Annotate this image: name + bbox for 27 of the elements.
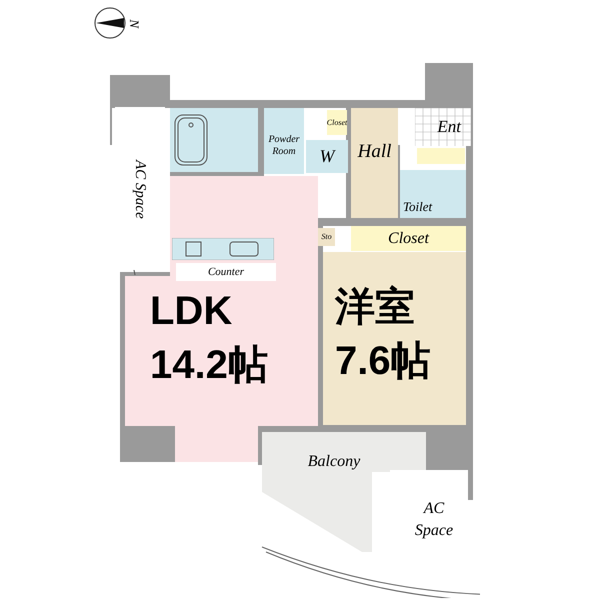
room-label: Closet — [388, 228, 429, 248]
north-label: N — [126, 19, 144, 28]
room-area — [323, 252, 466, 425]
room-label: Ent — [437, 116, 461, 138]
room-area — [415, 108, 471, 146]
washer-area — [306, 140, 348, 173]
room-label: Counter — [208, 264, 244, 280]
room-label: Sto — [321, 231, 332, 243]
storage-area — [318, 228, 335, 246]
room-label: Powder Room — [267, 134, 301, 158]
room-label: Toilet — [403, 198, 432, 216]
room-name: 洋室 — [335, 284, 415, 331]
bathroom-area — [170, 108, 258, 172]
room-area — [400, 170, 466, 218]
closet-area — [351, 226, 466, 251]
room-area — [264, 108, 304, 174]
room-label: AC Space — [414, 499, 454, 541]
room-area — [351, 108, 398, 218]
room-label: Balcony — [308, 452, 360, 472]
room-size: 7.6帖 — [335, 338, 431, 385]
room-label: W — [320, 145, 334, 168]
room-label: Hall — [358, 140, 392, 164]
room-name: LDK — [150, 288, 232, 335]
room-label: Closet — [326, 116, 348, 128]
room-size: 14.2帖 — [150, 342, 268, 389]
closet-area — [327, 110, 347, 135]
room-label: AC Space — [130, 160, 149, 218]
